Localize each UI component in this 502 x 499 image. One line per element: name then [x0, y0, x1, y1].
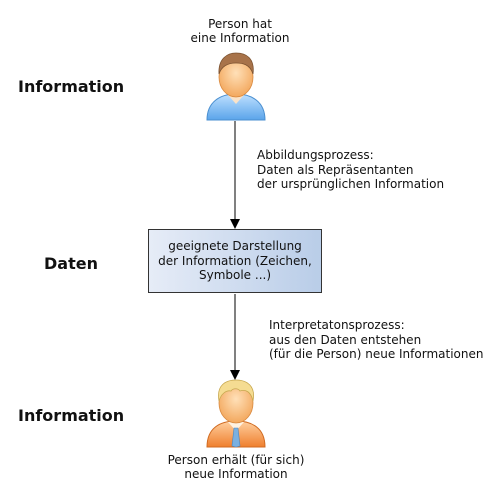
top-person-caption: Person hat eine Information	[160, 17, 320, 45]
note-line: (für die Person) neue Informationen	[269, 347, 484, 361]
caption-line: Person hat	[208, 17, 272, 31]
level-label-daten: Daten	[44, 254, 98, 273]
note-line: Abbildungsprozess:	[257, 148, 374, 162]
box-line: geeignete Darstellung	[168, 239, 302, 254]
data-box-text: geeignete Darstellung der Information (Z…	[158, 239, 312, 283]
note-line: Daten als Repräsentanten	[257, 162, 414, 177]
process-note-interpretation: Interpretatonsprozess: aus den Daten ent…	[269, 318, 483, 362]
bottom-person-caption: Person erhält (für sich) neue Informatio…	[150, 453, 322, 481]
person-icon-bottom	[206, 379, 266, 448]
box-line: der Information (Zeichen,	[158, 253, 312, 268]
data-box: geeignete Darstellung der Information (Z…	[148, 229, 322, 293]
level-label-information-bottom: Information	[18, 406, 125, 425]
caption-line: Person erhält (für sich)	[167, 453, 305, 467]
process-note-abbildung: Abbildungsprozess: Daten als Repräsentan…	[257, 148, 444, 192]
box-line: Symbole ...)	[198, 268, 272, 283]
note-line: der ursprünglichen Information	[257, 177, 445, 191]
person-icon-top	[206, 52, 266, 121]
note-line: Interpretatonsprozess:	[269, 318, 405, 332]
level-label-information-top: Information	[18, 77, 125, 96]
caption-line: neue Information	[184, 467, 288, 481]
caption-line: eine Information	[190, 31, 290, 45]
note-line: aus den Daten entstehen	[269, 332, 422, 347]
